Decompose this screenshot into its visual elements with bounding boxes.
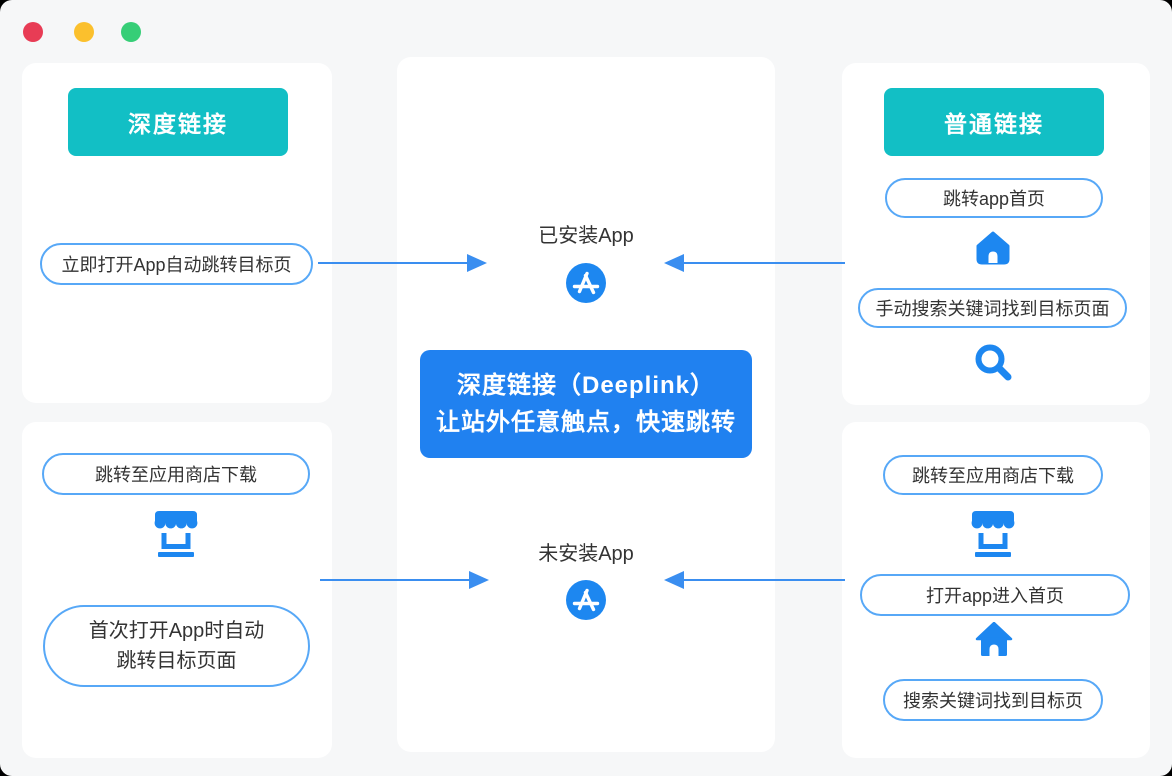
deeplink-first-open-pill: 首次打开App时自动 跳转目标页面: [43, 605, 310, 687]
installed-app-label: 已安装App: [538, 225, 634, 247]
arrow-right-installed: [318, 253, 488, 273]
arrow-left-not-installed: [663, 570, 845, 590]
normal-link-open-home-pill: 打开app进入首页: [860, 574, 1130, 616]
normal-link-search-result-pill: 搜索关键词找到目标页: [883, 679, 1103, 721]
deeplink-open-target-pill: 立即打开App自动跳转目标页: [40, 243, 313, 285]
deeplink-first-open-line1: 首次打开App时自动: [88, 620, 265, 642]
deeplink-not-installed-card: 跳转至应用商店下载 首次打开App时自动 跳转目标页面: [22, 422, 332, 758]
deeplink-header: 深度链接: [68, 88, 288, 156]
normal-link-header: 普通链接: [884, 88, 1104, 156]
search-icon: [972, 341, 1014, 388]
deeplink-banner-line2: 让站外任意触点，快速跳转: [436, 409, 736, 436]
home-icon: [975, 231, 1011, 270]
minimize-window-button[interactable]: [74, 22, 94, 42]
close-window-button[interactable]: [23, 22, 43, 42]
deeplink-store-pill: 跳转至应用商店下载: [42, 453, 310, 495]
deeplink-banner: 深度链接（Deeplink） 让站外任意触点，快速跳转: [420, 350, 752, 458]
center-card: 已安装App 深度链接（Deeplink） 让站外任意触点，快速跳转 未安装Ap…: [397, 57, 775, 752]
normal-link-not-installed-card: 跳转至应用商店下载 打开app进入首页 搜索关键词找到目标页: [842, 422, 1150, 758]
deeplink-banner-line1: 深度链接（Deeplink）: [456, 372, 716, 399]
home-icon: [975, 621, 1013, 663]
arrow-left-installed: [663, 253, 845, 273]
deeplink-first-open-line2: 跳转目标页面: [116, 650, 237, 672]
deeplink-installed-card: 深度链接 立即打开App自动跳转目标页: [22, 63, 332, 403]
app-store-app-icon: [566, 263, 606, 308]
arrow-right-not-installed: [320, 570, 490, 590]
not-installed-app-label: 未安装App: [538, 543, 634, 565]
normal-link-installed-card: 普通链接 跳转app首页 手动搜索关键词找到目标页面: [842, 63, 1150, 405]
fullscreen-window-button[interactable]: [121, 22, 141, 42]
app-store-storefront-icon: [970, 509, 1016, 564]
normal-link-home-pill: 跳转app首页: [885, 178, 1103, 218]
normal-link-manual-search-pill: 手动搜索关键词找到目标页面: [858, 288, 1127, 328]
normal-link-store-pill: 跳转至应用商店下载: [883, 455, 1103, 495]
app-store-storefront-icon: [153, 509, 199, 564]
app-store-app-icon: [566, 580, 606, 625]
